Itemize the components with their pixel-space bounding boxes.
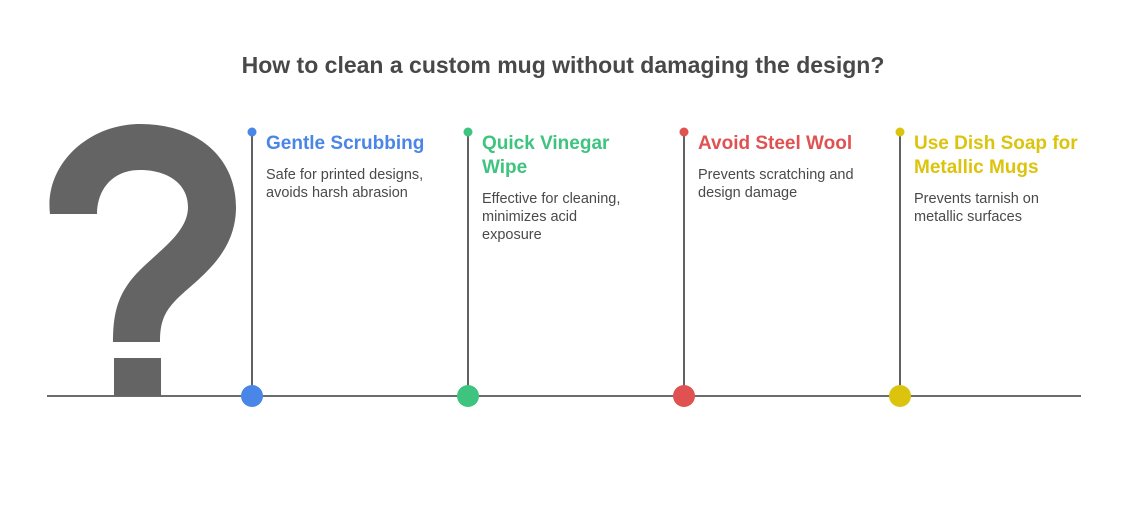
milestone-1-description: Safe for printed designs, avoids harsh a… <box>266 167 424 201</box>
milestone-3-title: Avoid Steel Wool <box>698 133 853 154</box>
milestone-2-content: Quick Vinegar Wipe Effective for cleanin… <box>482 132 632 244</box>
milestone-2 <box>457 127 479 407</box>
milestone-1-top-dot <box>247 127 257 137</box>
milestone-2-top-dot <box>463 127 473 137</box>
milestone-1-marker <box>241 385 263 407</box>
milestone-4-description: Prevents tarnish on metallic surfaces <box>914 191 1039 225</box>
milestone-3-description: Prevents scratching and design damage <box>698 167 854 201</box>
milestone-3 <box>673 127 695 407</box>
milestone-4-content: Use Dish Soap for Metallic Mugs Prevents… <box>914 132 1086 226</box>
milestone-4 <box>889 127 911 407</box>
milestone-1-title: Gentle Scrubbing <box>266 133 425 154</box>
milestone-1 <box>241 127 263 407</box>
milestone-3-marker <box>673 385 695 407</box>
milestone-3-top-dot <box>679 127 689 137</box>
milestone-2-description: Effective for cleaning, minimizes acid e… <box>482 191 621 243</box>
milestone-1-content: Gentle Scrubbing Safe for printed design… <box>266 132 436 202</box>
milestone-3-content: Avoid Steel Wool Prevents scratching and… <box>698 132 868 202</box>
question-mark-icon <box>49 124 237 396</box>
milestone-4-marker <box>889 385 911 407</box>
milestone-4-title: Use Dish Soap for Metallic Mugs <box>914 133 1078 178</box>
page-title: How to clean a custom mug without damagi… <box>241 52 885 78</box>
milestone-2-title: Quick Vinegar Wipe <box>482 133 610 178</box>
milestone-2-marker <box>457 385 479 407</box>
milestone-4-top-dot <box>895 127 905 137</box>
